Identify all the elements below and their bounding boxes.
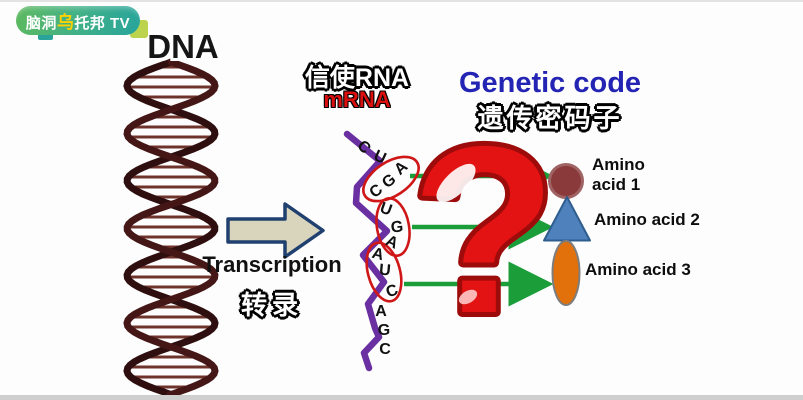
amino-acid-1-circle — [548, 163, 584, 199]
mrna-letter: G — [378, 322, 390, 339]
codon-oval-3 — [365, 241, 403, 303]
mrna-strand — [343, 130, 391, 372]
transcription-label-zh: 转录 — [240, 290, 303, 320]
mrna-letter: U — [377, 200, 394, 220]
dna-helix — [123, 58, 219, 399]
video-bottom-edge — [0, 395, 803, 400]
codon-oval-2 — [375, 197, 411, 257]
mrna-letter: C — [384, 281, 401, 301]
dna-title: DNA — [147, 28, 219, 65]
transcription-label-en: Transcription — [202, 252, 342, 277]
amino-acid-2-label: Amino acid 2 — [594, 210, 700, 229]
mrna-letter: G — [390, 218, 404, 236]
amino-acid-3-label: Amino acid 3 — [585, 260, 691, 279]
dna-helix-path — [125, 65, 217, 389]
watermark-decoration-teal — [38, 32, 53, 40]
genetic-code-title-zh: 遗传密码子 — [477, 103, 623, 133]
mrna-letter: A — [370, 245, 386, 265]
video-top-edge — [0, 0, 803, 2]
amino-acid-1-label: Amino acid 1 — [592, 155, 645, 194]
mrna-letter: A — [391, 158, 411, 179]
mrna-title-en: mRNA — [323, 87, 391, 112]
question-mark: ? — [411, 98, 556, 363]
question-mark-gloss — [458, 289, 478, 305]
amino-acid-3-ellipse — [551, 240, 581, 306]
channel-watermark: 脑洞乌托邦 TV — [16, 6, 140, 35]
watermark-text: 脑洞乌托邦 TV — [25, 13, 131, 32]
mrna-letter: U — [378, 262, 391, 280]
mrna-letter: A — [375, 303, 387, 320]
mrna-letter: C — [379, 341, 391, 358]
mrna-title-zh: 信使RNA — [304, 64, 410, 92]
dna-helix-path — [123, 58, 219, 399]
dna-helix-path — [123, 58, 219, 399]
question-mark-gloss — [436, 163, 476, 203]
genetic-code-title-en: Genetic code — [458, 67, 642, 99]
codon-oval-1 — [362, 155, 420, 203]
transcription-arrow — [226, 202, 325, 259]
watermark-highlight-char: 乌 — [56, 13, 75, 32]
mrna-letter: G — [379, 171, 399, 192]
